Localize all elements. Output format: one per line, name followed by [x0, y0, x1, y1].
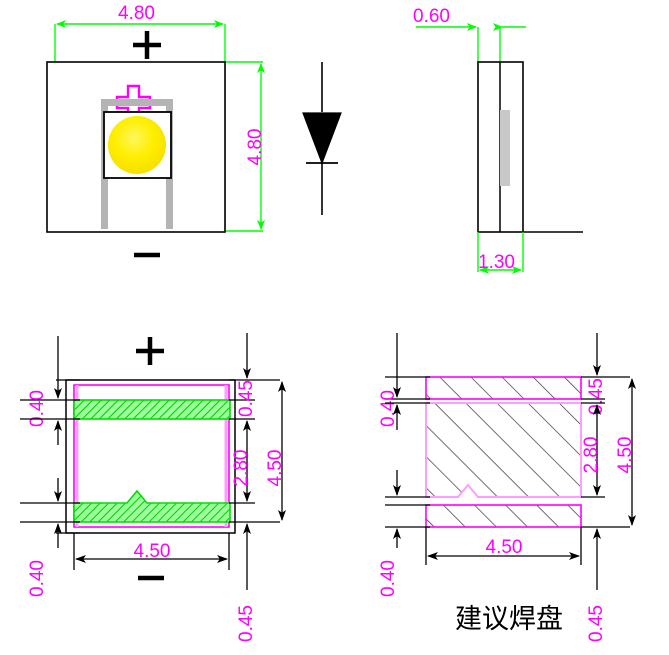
recommended-pad-bottom: [425, 504, 582, 528]
pad-top-height-dimension: 0.45: [229, 333, 280, 417]
pad-outline-view: 0.40 0.40 0.45: [20, 333, 286, 642]
diode-symbol: [302, 62, 342, 215]
pad-overall-width-label: 4.50: [134, 541, 171, 562]
pad-bottom-gap-dimension: 0.40: [20, 521, 80, 597]
rec-overall-width-label: 4.50: [486, 537, 523, 558]
pad-inner-top-tick: [20, 418, 80, 445]
pad-view-plus-marker: [136, 337, 164, 365]
pad-inner-bottom-tick: [20, 478, 80, 504]
package-outline-overlay: [73, 384, 230, 528]
recommended-pad-top: [425, 376, 582, 400]
phosphor-emitter: [108, 116, 166, 174]
rec-overall-height-label: 4.50: [615, 437, 636, 474]
rec-inner-height-dimension: 2.80: [581, 402, 605, 498]
pad-inner-height-label: 2.80: [231, 450, 252, 487]
recommended-pad-view: 0.40 0.40 0.45 2.: [378, 333, 636, 642]
pad-top: [73, 399, 231, 420]
recommended-pad-caption: 建议焊盘: [455, 604, 563, 635]
rec-top-gap-dimension: 0.40: [378, 333, 430, 427]
pad-inner-height-dimension: 2.80: [229, 418, 255, 504]
side-view-thickness-dimension: 1.30: [477, 232, 524, 274]
pad-bottom-height-label: 0.45: [236, 605, 257, 642]
rec-bottom-height-label: 0.45: [586, 605, 607, 642]
pad-bottom: [73, 489, 231, 523]
pad-top-height-label: 0.45: [236, 380, 257, 417]
rec-top-gap-label: 0.40: [378, 390, 399, 427]
rec-inner-height-label: 2.80: [581, 437, 602, 474]
top-view-width-label: 4.80: [118, 3, 155, 24]
rec-overall-height-dimension: 4.50: [581, 378, 636, 528]
top-view-height-dimension: 4.80: [225, 61, 266, 232]
side-view-lens-offset-label: 0.60: [413, 6, 450, 27]
rec-top-height-label: 0.45: [586, 378, 607, 415]
rec-inner-top-tick: [385, 402, 430, 430]
side-view-lead-bar: [500, 110, 510, 186]
rec-bottom-gap-dimension: 0.40: [378, 504, 430, 597]
pad-top-gap-dimension: 0.40: [20, 336, 80, 427]
recommended-pad-middle: [425, 402, 582, 498]
pad-overall-height-label: 4.50: [265, 450, 286, 487]
rec-overall-width-dimension: 4.50: [425, 527, 582, 565]
side-view: 0.60 1.30: [413, 6, 583, 274]
diode-triangle-icon: [302, 112, 342, 165]
pad-bottom-height-dimension: 0.45: [236, 523, 257, 642]
rec-inner-bottom-tick: [385, 470, 430, 498]
side-view-thickness-label: 1.30: [478, 252, 515, 273]
pad-top-gap-label: 0.40: [27, 390, 48, 427]
side-view-lens-offset-dimension: 0.60: [413, 6, 526, 62]
pad-overall-width-dimension: 4.50: [73, 533, 230, 570]
pad-overall-height-dimension: 4.50: [229, 381, 286, 523]
pad-bottom-gap-label: 0.40: [27, 560, 48, 597]
top-view-height-label: 4.80: [245, 129, 266, 166]
top-view: 4.80 4.80: [46, 3, 266, 258]
rec-bottom-gap-label: 0.40: [378, 560, 399, 597]
rec-bottom-height-dimension: 0.45: [586, 528, 607, 642]
rec-top-height-dimension: 0.45: [581, 333, 630, 415]
top-view-plus-marker: [133, 31, 161, 59]
